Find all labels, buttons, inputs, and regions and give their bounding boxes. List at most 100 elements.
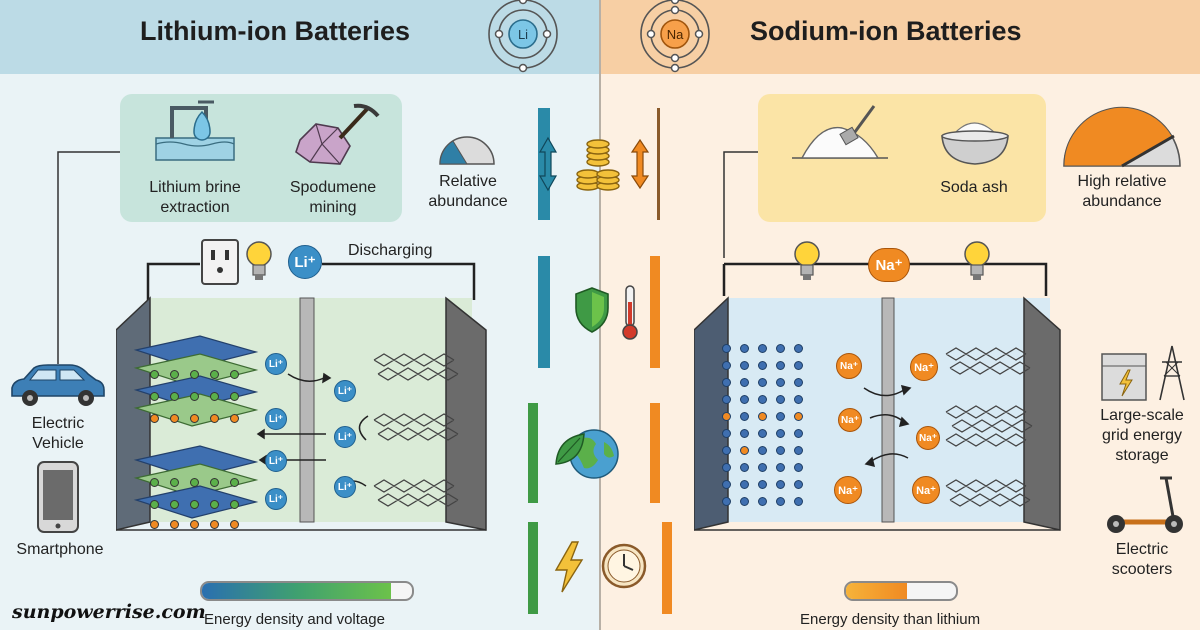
sodium-charge-bar bbox=[662, 522, 672, 614]
electrode-particle bbox=[210, 414, 219, 423]
lithium-title: Lithium-ion Batteries bbox=[140, 16, 411, 46]
lattice-node bbox=[776, 378, 785, 387]
earth-leaf-icon bbox=[555, 429, 619, 479]
electrode-particle bbox=[190, 370, 199, 379]
discharging-label: Discharging bbox=[348, 242, 433, 259]
electrode-particle bbox=[150, 478, 159, 487]
electrode-particle bbox=[170, 500, 179, 509]
na-ion-particle: Na⁺ bbox=[916, 426, 940, 450]
electrode-particle bbox=[150, 392, 159, 401]
li-ion-particle: Li⁺ bbox=[265, 488, 287, 510]
lattice-node bbox=[794, 412, 803, 421]
lattice-node bbox=[740, 463, 749, 472]
lattice-node bbox=[776, 497, 785, 506]
lattice-node bbox=[794, 361, 803, 370]
coins-cost-icon bbox=[576, 139, 620, 191]
smartphone-label: Smartphone bbox=[16, 541, 104, 558]
lithium-wires bbox=[57, 151, 476, 364]
lattice-node bbox=[758, 497, 767, 506]
lattice-node bbox=[776, 429, 785, 438]
lithium-energy-density-bar bbox=[200, 581, 414, 601]
lattice-node bbox=[740, 395, 749, 404]
lattice-node bbox=[776, 344, 785, 353]
li-ion-particle: Li⁺ bbox=[265, 450, 287, 472]
lattice-node bbox=[740, 497, 749, 506]
power-outlet-icon bbox=[201, 239, 239, 285]
lattice-node bbox=[758, 361, 767, 370]
electrode-particle bbox=[190, 500, 199, 509]
lattice-node bbox=[776, 446, 785, 455]
sodium-safety-bar bbox=[650, 256, 660, 368]
car-icon bbox=[11, 364, 105, 406]
electrode-particle bbox=[150, 370, 159, 379]
electrode-particle bbox=[150, 414, 159, 423]
electrode-particle bbox=[190, 478, 199, 487]
lithium-metric-label: Energy density and voltage bbox=[204, 611, 385, 628]
water-drop-icon bbox=[155, 100, 235, 161]
lightbulb-icon bbox=[794, 241, 820, 280]
li-ion-particle: Li⁺ bbox=[334, 380, 356, 402]
electrode-particle bbox=[170, 370, 179, 379]
orange-double-arrow-icon bbox=[630, 138, 650, 190]
lattice-node bbox=[758, 412, 767, 421]
electrode-particle bbox=[230, 478, 239, 487]
sodium-battery-cell bbox=[694, 296, 1061, 531]
lattice-node bbox=[740, 344, 749, 353]
soda-ash-pile-icon bbox=[792, 105, 888, 159]
lattice-node bbox=[758, 378, 767, 387]
sodium-atom-icon: Na bbox=[640, 0, 710, 73]
lattice-node bbox=[722, 412, 731, 421]
sodium-energy-density-fill bbox=[846, 583, 907, 599]
lattice-node bbox=[758, 395, 767, 404]
lithium-atom-icon: Li bbox=[488, 0, 558, 73]
lithium-ion-badge: Li⁺ bbox=[288, 245, 322, 279]
electrode-particle bbox=[210, 392, 219, 401]
soda-ash-label: Soda ash bbox=[940, 179, 1008, 196]
shield-safety-icon bbox=[575, 287, 609, 333]
lattice-node bbox=[776, 395, 785, 404]
electrode-particle bbox=[210, 520, 219, 529]
sodium-wires bbox=[722, 151, 1048, 296]
lithium-charge-bar bbox=[528, 522, 538, 614]
lattice-node bbox=[722, 463, 731, 472]
lattice-node bbox=[758, 480, 767, 489]
lattice-node bbox=[794, 497, 803, 506]
thermometer-icon bbox=[622, 285, 638, 340]
lattice-node bbox=[794, 480, 803, 489]
lattice-node bbox=[722, 446, 731, 455]
lattice-node bbox=[776, 361, 785, 370]
electrode-particle bbox=[210, 478, 219, 487]
clock-charge-icon bbox=[601, 543, 647, 589]
lattice-node bbox=[740, 378, 749, 387]
lattice-node bbox=[794, 395, 803, 404]
lithium-eco-bar bbox=[528, 403, 538, 503]
lattice-node bbox=[794, 429, 803, 438]
sodium-eco-bar bbox=[650, 403, 660, 503]
electrode-particle bbox=[230, 500, 239, 509]
lightbulb-icon bbox=[964, 241, 990, 280]
double-arrow-icon bbox=[538, 136, 558, 192]
pickaxe-ore-icon bbox=[295, 103, 380, 165]
sodium-ion-badge: Na⁺ bbox=[868, 248, 910, 282]
lattice-node bbox=[758, 429, 767, 438]
soda-ash-bowl-icon bbox=[941, 122, 1009, 165]
lattice-node bbox=[722, 395, 731, 404]
electrode-particle bbox=[230, 392, 239, 401]
electrode-particle bbox=[190, 414, 199, 423]
smartphone-icon bbox=[37, 461, 79, 533]
electrode-particle bbox=[190, 392, 199, 401]
lithium-abundance-gauge-icon bbox=[439, 136, 495, 165]
electrode-particle bbox=[230, 414, 239, 423]
electrode-particle bbox=[230, 520, 239, 529]
sodium-title: Sodium-ion Batteries bbox=[750, 16, 1022, 46]
electrode-particle bbox=[210, 500, 219, 509]
lattice-node bbox=[722, 480, 731, 489]
lightning-charge-icon bbox=[554, 541, 584, 593]
electrode-particle bbox=[170, 392, 179, 401]
na-ion-particle: Na⁺ bbox=[834, 476, 862, 504]
na-ion-particle: Na⁺ bbox=[836, 353, 862, 379]
